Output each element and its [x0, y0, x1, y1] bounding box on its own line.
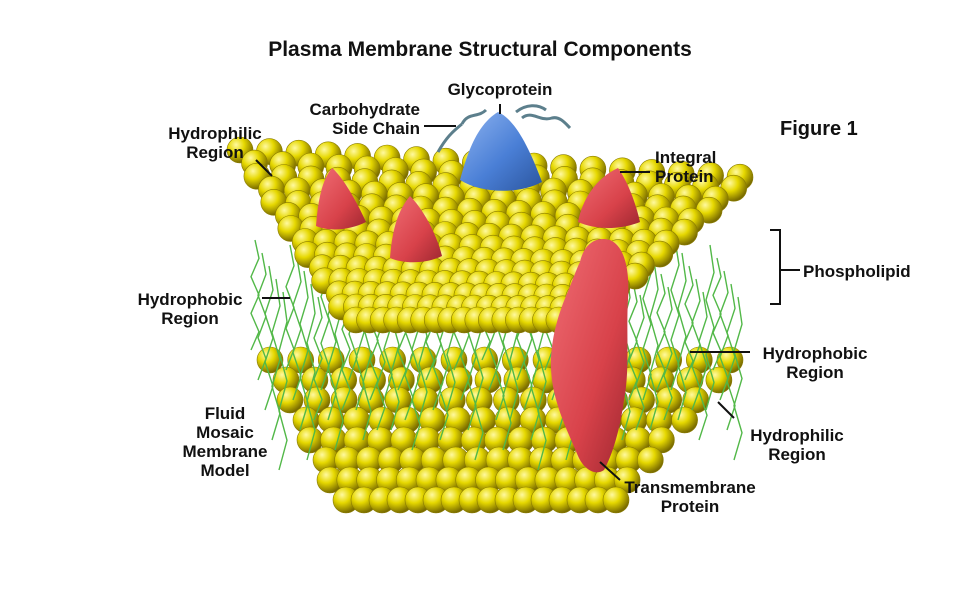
diagram-title: Plasma Membrane Structural Components: [268, 38, 692, 61]
phospholipid-head: [636, 446, 664, 474]
glycoprotein: [460, 112, 542, 191]
lipid-tail: [278, 291, 288, 471]
lipid-tail: [698, 291, 708, 441]
figure-label: Figure 1: [780, 118, 858, 140]
lipid-tail: [733, 296, 743, 461]
integral-protein-left: [316, 168, 366, 230]
phospholipid-label: Phospholipid: [803, 262, 911, 281]
integral-protein-right: [578, 168, 640, 228]
phospholipid-head: [671, 406, 698, 434]
carbohydrate-side-chain: [436, 104, 572, 153]
lipid-tail: [670, 239, 680, 391]
lipid-tail: [313, 296, 323, 421]
lipid-tail: [649, 260, 659, 431]
lipid-tail: [705, 244, 715, 411]
phospholipid-head: [602, 486, 630, 514]
lipid-tail: [264, 265, 274, 411]
lipid-tail: [656, 273, 666, 391]
lipid-tail: [621, 268, 631, 441]
integral-protein-center: [390, 196, 442, 263]
leader-lines: [255, 104, 800, 481]
transmembrane-protein: [550, 238, 629, 473]
glycoprotein-label: Glycoprotein: [447, 80, 553, 99]
lipid-tail: [306, 283, 316, 461]
phospholipid-head: [330, 386, 358, 414]
lipid-tail: [635, 294, 645, 431]
lipid-tail: [250, 239, 260, 351]
lipid-tail: [663, 286, 673, 421]
lipid-tail: [677, 252, 687, 421]
lipid-tail: [684, 265, 694, 381]
